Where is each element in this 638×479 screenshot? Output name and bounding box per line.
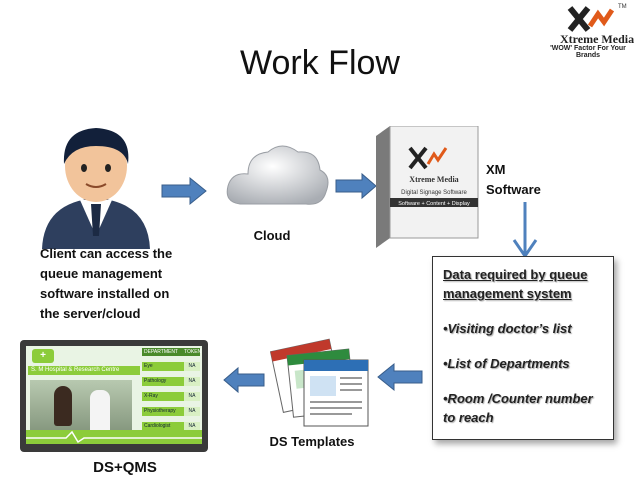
table-cell: NA	[184, 422, 200, 431]
software-box-brand: Xtreme Media	[409, 175, 458, 184]
ds-qms-label: DS+QMS	[93, 459, 157, 476]
table-cell: Eye	[144, 363, 153, 369]
display-screen: + S. M Hospital & Research Centre DEPART…	[26, 346, 202, 444]
client-line-3: software installed on	[40, 286, 170, 301]
requirement-item: •Room /Counter number to reach	[443, 391, 593, 425]
client-description: Client can access the queue management s…	[40, 244, 210, 324]
table-cell: Cardiologist	[144, 423, 171, 429]
software-box-icon: Xtreme Media Digital Signage Software So…	[376, 126, 479, 248]
arrow-left-icon	[223, 366, 265, 394]
client-person-icon	[42, 128, 150, 249]
table-row: X-Ray NA	[142, 392, 200, 401]
table-cell: Pathology	[144, 378, 167, 384]
client-line-4: the server/cloud	[40, 306, 141, 321]
xm-label-line-2: Software	[486, 182, 541, 197]
software-box-line-1: Digital Signage Software	[401, 190, 467, 196]
table-header: DEPARTMENT	[144, 349, 178, 355]
table-cell: NA	[184, 362, 200, 371]
xm-label-line-1: XM	[486, 162, 506, 177]
logo-tm: TM	[618, 4, 627, 10]
software-box-line-2: Software + Content + Display	[398, 201, 470, 207]
table-header: TOKEN	[184, 349, 202, 355]
logo-tagline: 'WOW' Factor For Your Brands	[550, 45, 626, 59]
requirement-item: •Visiting doctor’s list	[443, 321, 572, 336]
page-title: Work Flow	[240, 44, 400, 82]
xm-software-label: XM Software	[486, 160, 566, 200]
table-cell: NA	[184, 407, 200, 416]
xtreme-media-logo-icon	[567, 6, 615, 32]
arrow-down-icon	[512, 202, 538, 259]
ds-templates-icon	[270, 338, 369, 427]
requirements-title: Data required by queue management system	[443, 265, 605, 303]
table-cell: NA	[184, 392, 200, 401]
arrow-right-icon	[161, 176, 207, 206]
arrow-left-icon	[377, 362, 423, 392]
table-cell: Physiotherapy	[144, 408, 176, 414]
client-line-2: queue management	[40, 266, 163, 281]
requirement-item: •List of Departments	[443, 356, 570, 371]
department-table: DEPARTMENT TOKEN Eye NA Pathology NA X-R…	[142, 348, 202, 431]
requirements-title-line-2: management system	[443, 286, 572, 301]
table-cell: X-Ray	[144, 393, 158, 399]
client-line-1: Client can access the	[40, 246, 173, 261]
table-row: Physiotherapy NA	[142, 407, 200, 416]
ds-templates-label: DS Templates	[269, 434, 355, 449]
cloud-icon	[226, 145, 329, 205]
table-row: Cardiologist NA	[142, 422, 200, 431]
cloud-label: Cloud	[253, 228, 291, 243]
table-cell: NA	[184, 377, 200, 386]
heartbeat-line-icon	[26, 430, 202, 444]
logo-name: Xtreme Media	[560, 32, 635, 46]
requirements-title-line-1: Data required by queue	[443, 267, 588, 282]
hospital-cross-icon: +	[40, 350, 46, 361]
table-row: Pathology NA	[142, 377, 200, 386]
arrow-right-icon	[335, 172, 377, 200]
requirements-box: Data required by queue management system…	[432, 256, 614, 440]
hospital-name: S. M Hospital & Research Centre	[28, 366, 140, 375]
table-row: Eye NA	[142, 362, 200, 371]
